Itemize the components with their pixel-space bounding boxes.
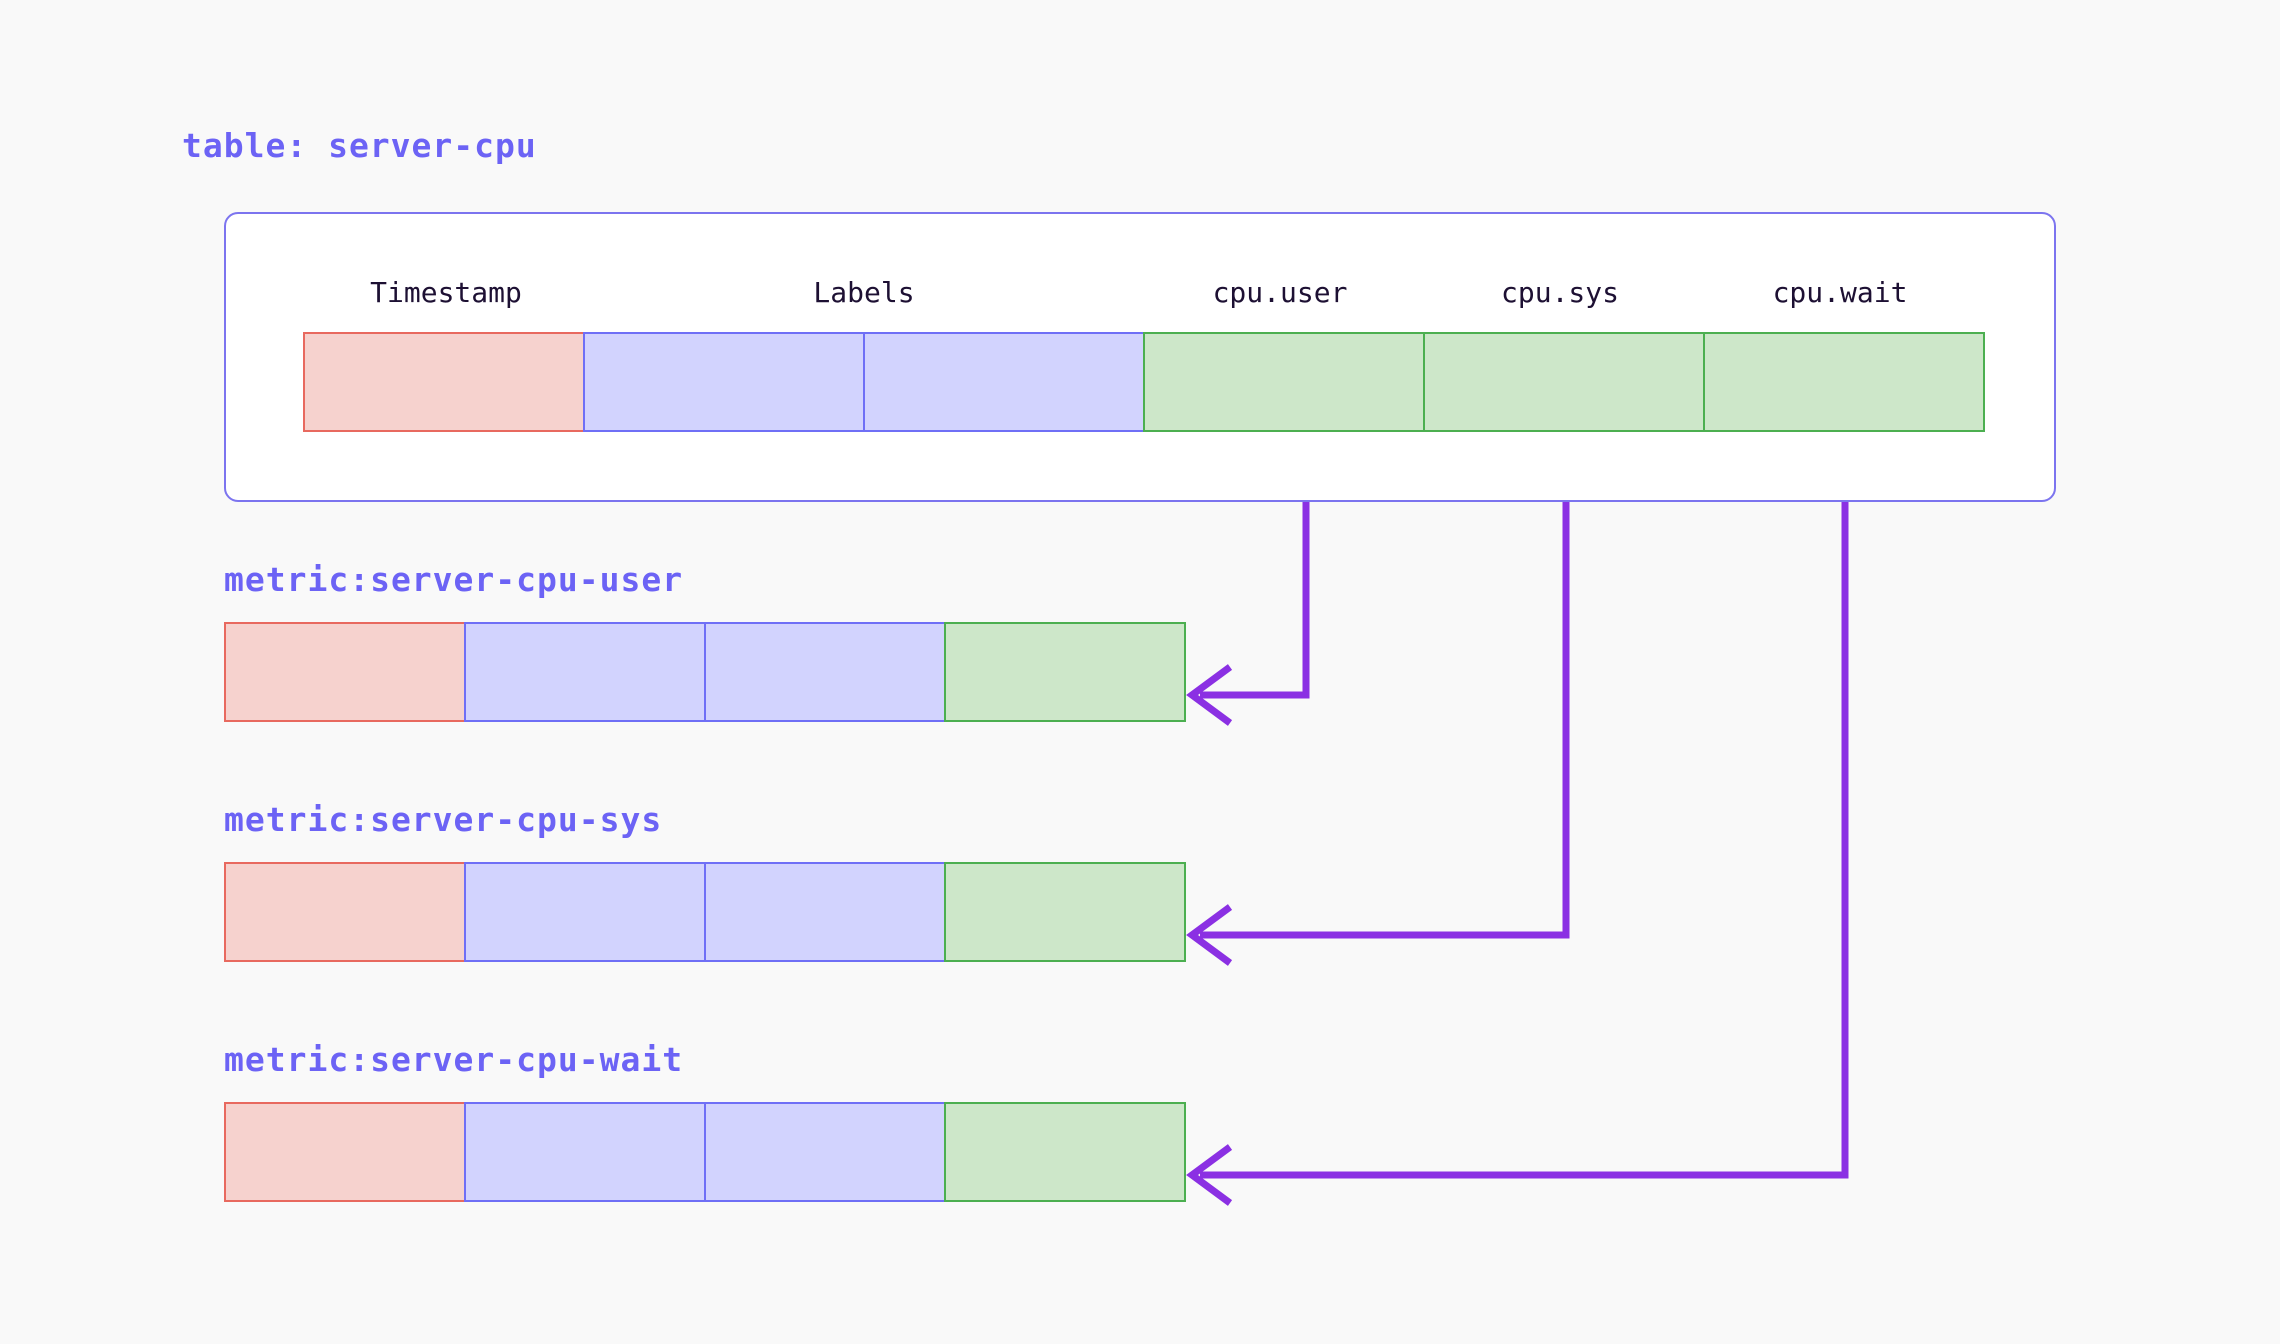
arrow-path xyxy=(1200,445,1570,939)
table-cell-timestamp xyxy=(303,332,585,432)
metric-title: metric:server-cpu-user xyxy=(224,560,684,599)
arrow-head-icon xyxy=(1186,904,1233,966)
metric-cell-labels-b xyxy=(704,862,946,962)
arrow-path xyxy=(1200,445,1849,1179)
metric-cell-labels-b xyxy=(704,622,946,722)
metric-title: metric:server-cpu-wait xyxy=(224,1040,684,1079)
arrow-head-icon xyxy=(1186,1144,1233,1206)
column-header-cpu-wait: cpu.wait xyxy=(1772,276,1908,309)
metric-cell-timestamp xyxy=(224,862,466,962)
table-cell-cpu-user xyxy=(1143,332,1425,432)
metric-row xyxy=(224,622,1186,722)
column-header-cpu-sys: cpu.sys xyxy=(1500,276,1620,309)
metric-cell-timestamp xyxy=(224,622,466,722)
metric-cell-labels-a xyxy=(464,622,706,722)
metric-cell-value xyxy=(944,862,1186,962)
metric-row xyxy=(224,862,1186,962)
metric-cell-labels-b xyxy=(704,1102,946,1202)
column-header-Timestamp: Timestamp xyxy=(370,276,522,309)
metric-cell-value xyxy=(944,622,1186,722)
table-cell-labels-a xyxy=(583,332,865,432)
table-row xyxy=(303,332,1985,432)
metric-cell-labels-a xyxy=(464,1102,706,1202)
table-cell-labels-b xyxy=(863,332,1145,432)
table-cell-cpu-wait xyxy=(1703,332,1985,432)
metric-cell-timestamp xyxy=(224,1102,466,1202)
metric-cell-value xyxy=(944,1102,1186,1202)
table-cell-cpu-sys xyxy=(1423,332,1705,432)
column-header-cpu-user: cpu.user xyxy=(1212,276,1348,309)
arrow-head-icon xyxy=(1186,664,1233,726)
metric-title: metric:server-cpu-sys xyxy=(224,800,663,839)
table-title: table: server-cpu xyxy=(182,126,537,165)
metric-cell-labels-a xyxy=(464,862,706,962)
metric-row xyxy=(224,1102,1186,1202)
column-header-row: Timestamp Labels cpu.user cpu.sys cpu.wait xyxy=(224,276,2056,320)
column-header-Labels: Labels xyxy=(813,276,915,309)
